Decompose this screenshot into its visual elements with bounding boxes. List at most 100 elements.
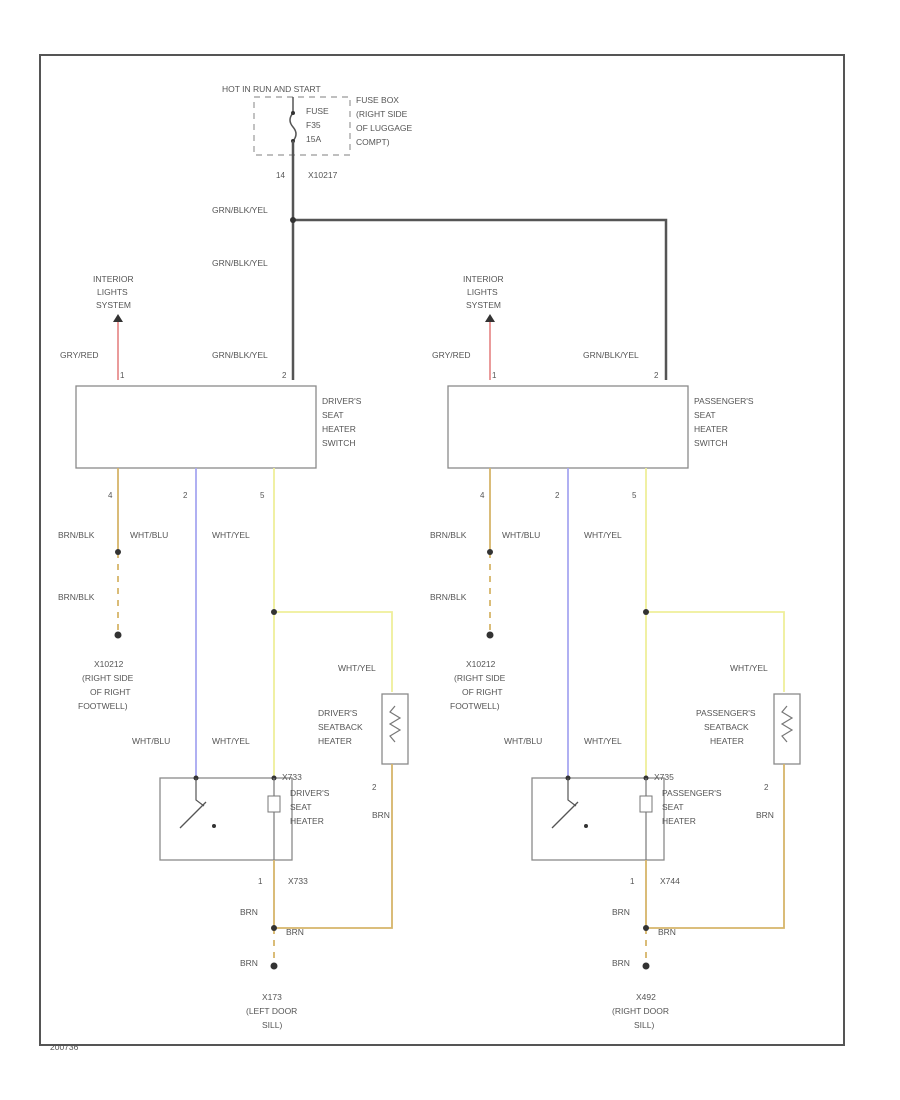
fuse-pin-number: 14 [276,171,285,180]
right-interior-lights-line-1: INTERIOR [463,274,504,284]
diagram-frame [39,54,845,1046]
left-interior-lights-arrow-icon [113,314,123,322]
right-thermostat-contact-icon [584,824,588,828]
drivers-seatback-heater [381,693,409,765]
right-seatback-pin: 2 [764,783,769,792]
right-switch-feed-label: GRN/BLK/YEL [583,350,639,360]
left-switch-bottom-pin-2: 2 [183,491,188,500]
left-feed-wire-label: GRN/BLK/YEL [212,258,268,268]
left-brn-splice [271,925,277,931]
power-header: HOT IN RUN AND START [222,84,321,94]
right-seatback-heater-element-icon [780,705,794,743]
left-brn-label-1: BRN [240,907,258,917]
left-switch-label-line-4: SWITCH [322,438,356,448]
splice-dot [290,217,296,223]
left-switch-label-line-1: DRIVER'S [322,396,362,406]
right-ground-point [486,631,494,639]
left-switch-bottom-pin-3: 5 [260,491,265,500]
right-wht-blu-label-1: WHT/BLU [502,530,540,540]
passengers-seat-heater-switch [447,385,689,469]
right-seatback-label-line-2: SEATBACK [704,722,749,732]
right-brn-label-1: BRN [612,907,630,917]
right-brn-blk-label-1: BRN/BLK [430,530,467,540]
left-switch-label-line-2: SEAT [322,410,344,420]
right-seatback-brn-wire [646,764,785,929]
right-switch-label-line-4: SWITCH [694,438,728,448]
right-seatback-brn-label: BRN [756,810,774,820]
right-thermostat-lead-icon [567,778,577,807]
right-switch-label-line-2: SEAT [694,410,716,420]
right-door-ground-line-1: X492 [636,992,656,1002]
left-seatback-brn-label: BRN [372,810,390,820]
drivers-seat-heater-switch [75,385,317,469]
fuse-box-label-line-1: FUSE BOX [356,95,399,105]
splice-wire-label: GRN/BLK/YEL [212,205,268,215]
right-ground-label-line-3: OF RIGHT [462,687,503,697]
right-ground-label-line-2: (RIGHT SIDE [454,673,506,683]
fuse-label-line-1: FUSE [306,106,329,116]
left-brn-blk-label-2: BRN/BLK [58,592,95,602]
right-heater-label-line-3: HEATER [662,816,696,826]
right-switch-pin-right: 2 [654,371,659,380]
right-switch-bottom-pin-2: 2 [555,491,560,500]
right-switch-pin-left: 1 [492,371,497,380]
right-switch-bottom-pin-3: 5 [632,491,637,500]
left-seatback-brn-wire [274,764,393,929]
right-ground-label-line-4: FOOTWELL) [450,701,500,711]
left-gry-red-label: GRY/RED [60,350,99,360]
left-wht-blu-label-1: WHT/BLU [130,530,168,540]
left-ground-point [114,631,122,639]
right-seatback-label-line-3: HEATER [710,736,744,746]
right-brn-blk-label-2: BRN/BLK [430,592,467,602]
right-gry-red-label: GRY/RED [432,350,471,360]
right-heater-connector: X735 [654,772,674,782]
left-wht-yel-label-1: WHT/YEL [212,530,250,540]
right-heater-pin: 1 [630,877,635,886]
left-thermostat-switch-icon [179,801,207,829]
fuse-box-label-line-4: COMPT) [356,137,390,147]
right-thermostat-switch-icon [551,801,579,829]
right-door-ground-line-3: SILL) [634,1020,654,1030]
right-wht-blu-label-2: WHT/BLU [504,736,542,746]
power-wire-branch-right [293,218,668,380]
left-ground-label-line-1: X10212 [94,659,124,669]
drivers-seat-heater [159,777,293,861]
right-wht-yel-branch [646,611,785,692]
right-seat-heater-circuit: INTERIOR LIGHTS SYSTEM GRY/RED 1 2 PASSE… [430,274,801,1030]
right-switch-bottom-pin-1: 4 [480,491,485,500]
right-ground-label-line-1: X10212 [466,659,496,669]
left-heater-label-line-2: SEAT [290,802,312,812]
fuse-label-line-2: F35 [306,120,321,130]
left-door-sill-ground [270,962,278,970]
left-door-ground-line-2: (LEFT DOOR [246,1006,297,1016]
left-ground-label-line-2: (RIGHT SIDE [82,673,134,683]
right-wht-yel-splice [643,609,649,615]
right-wht-yel-label-1: WHT/YEL [584,530,622,540]
fuse-box-label-line-3: OF LUGGAGE [356,123,413,133]
right-wht-yel-label-2: WHT/YEL [584,736,622,746]
left-wht-yel-splice [271,609,277,615]
right-lower-connector: X744 [660,876,680,886]
left-switch-bottom-pin-1: 4 [108,491,113,500]
left-seatback-label-line-1: DRIVER'S [318,708,358,718]
left-switch-feed-label: GRN/BLK/YEL [212,350,268,360]
right-switch-label-line-3: HEATER [694,424,728,434]
left-wht-yel-branch [274,611,393,692]
left-interior-lights-line-2: LIGHTS [97,287,128,297]
right-wht-yel-label-3: WHT/YEL [730,663,768,673]
right-door-sill-ground [642,962,650,970]
fuse-terminal [291,111,295,115]
left-door-ground-line-3: SILL) [262,1020,282,1030]
left-seatback-label-line-2: SEATBACK [318,722,363,732]
right-connector-dot [487,549,493,555]
left-door-ground-line-1: X173 [262,992,282,1002]
fuse-symbol-icon [289,112,297,142]
left-wht-yel-label-2: WHT/YEL [212,736,250,746]
right-interior-lights-arrow-icon [485,314,495,322]
left-switch-pin-right: 2 [282,371,287,380]
left-thermostat-lead-icon [195,778,205,807]
right-brn-splice [643,925,649,931]
left-switch-pin-left: 1 [120,371,125,380]
passengers-seatback-heater [773,693,801,765]
